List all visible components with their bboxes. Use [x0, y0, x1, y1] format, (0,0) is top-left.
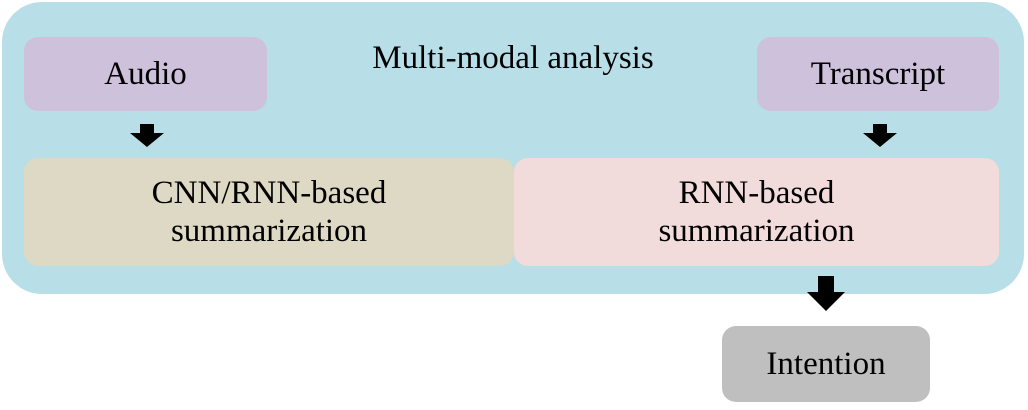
intention-node-label: Intention — [766, 346, 886, 382]
rnn-summarization-node: RNN-based summarization — [514, 158, 999, 266]
audio-node: Audio — [24, 37, 267, 111]
container-title: Multi-modal analysis — [372, 40, 654, 76]
transcript-node: Transcript — [757, 37, 999, 111]
rnn-summarization-label: RNN-based summarization — [658, 175, 855, 249]
arrow-rnn-to-intention — [807, 276, 845, 311]
arrow-audio-to-cnn — [130, 124, 164, 147]
cnn-rnn-summarization-node: CNN/RNN-based summarization — [24, 158, 514, 266]
arrow-transcript-to-rnn — [863, 124, 897, 147]
audio-node-label: Audio — [104, 56, 187, 92]
intention-node: Intention — [722, 326, 930, 402]
cnn-rnn-summarization-label: CNN/RNN-based summarization — [151, 175, 387, 249]
transcript-node-label: Transcript — [810, 56, 946, 92]
